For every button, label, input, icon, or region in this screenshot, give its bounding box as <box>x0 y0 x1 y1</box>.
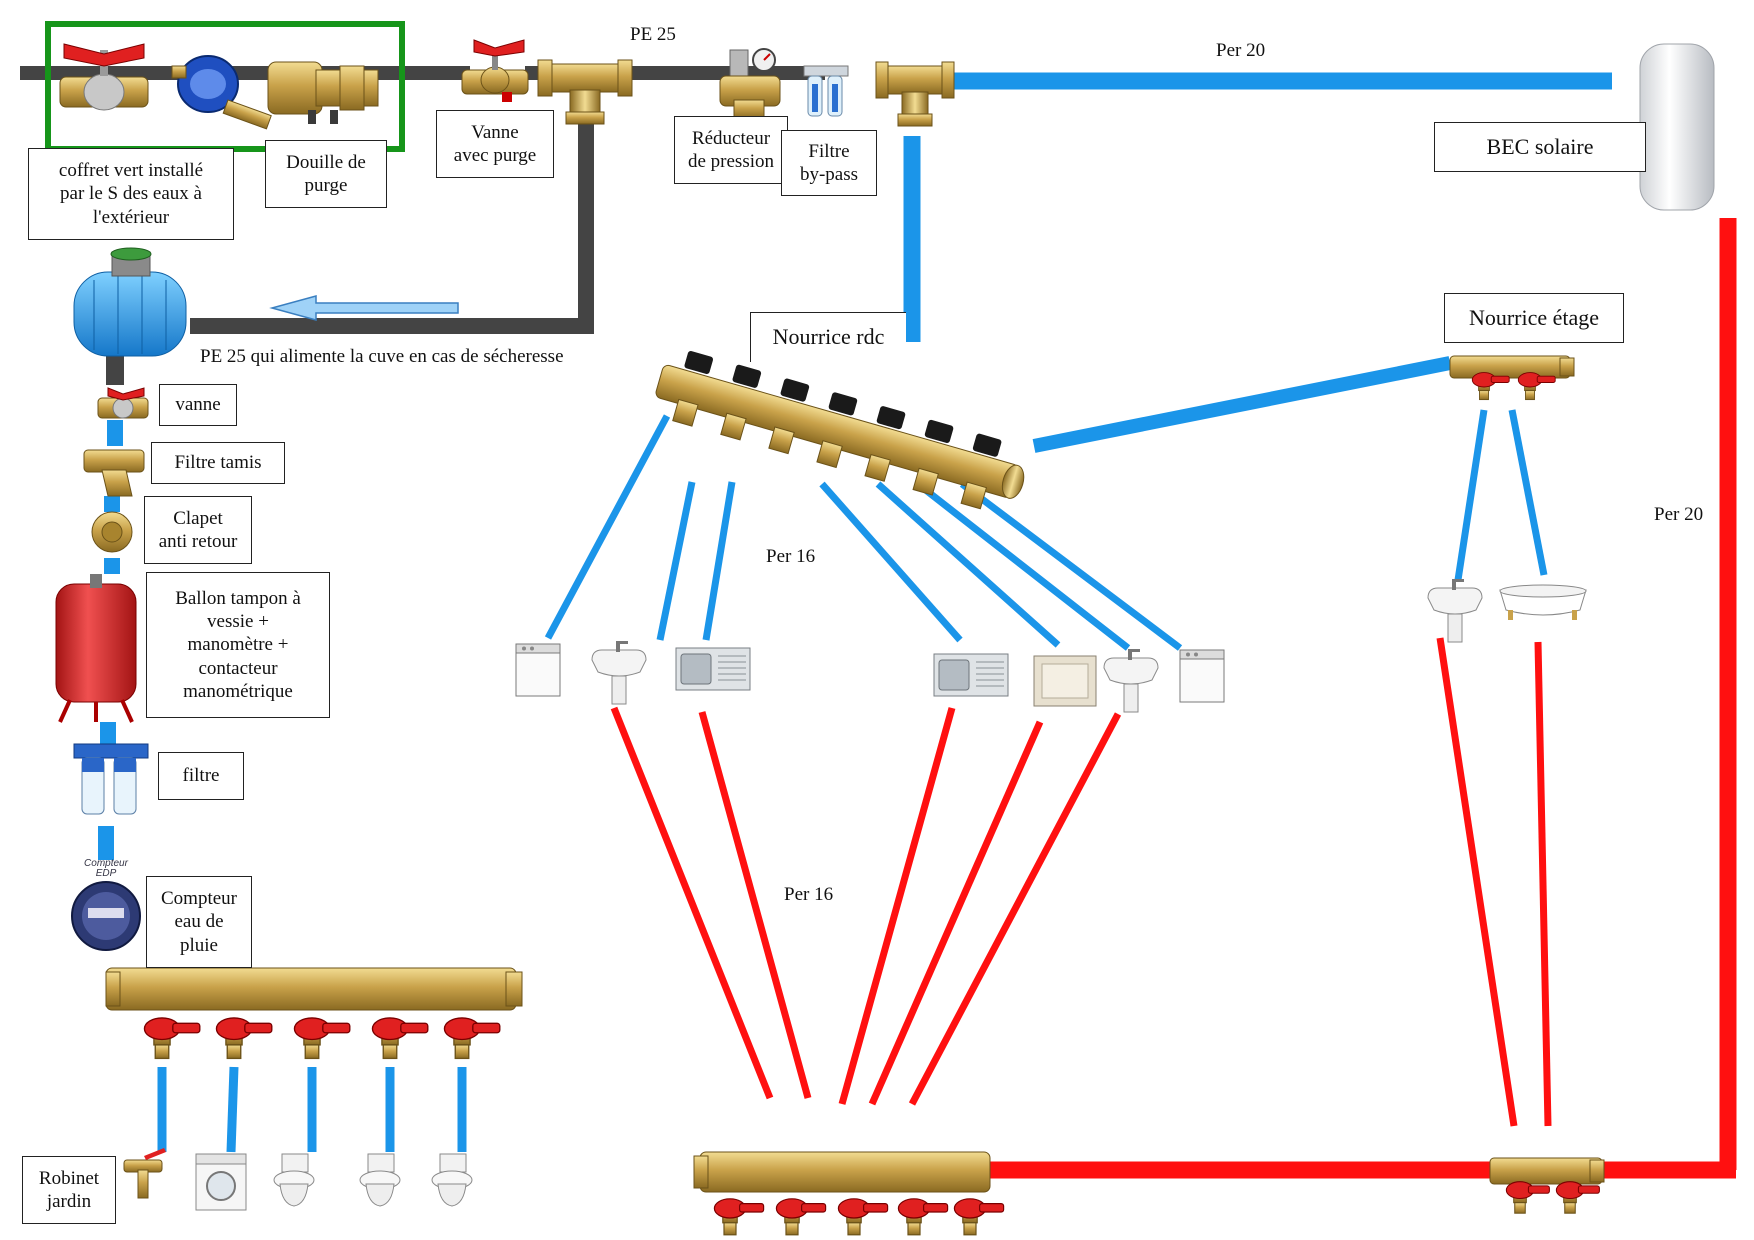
tee-fitting-icon <box>875 61 955 127</box>
water-meter-icon <box>171 55 272 130</box>
label-filtre-tamis: Filtre tamis <box>151 442 285 484</box>
label-douille-purge: Douille de purge <box>265 140 387 208</box>
purge-fitting-icon <box>267 61 379 124</box>
toilet-icon <box>431 1153 473 1207</box>
manifold-icon <box>1449 355 1575 401</box>
label-reducteur: Réducteur de pression <box>674 116 788 184</box>
ball-valve-icon <box>59 43 149 111</box>
label-nourrice-rdc: Nourrice rdc <box>750 312 906 362</box>
label-per20-top: Per 20 <box>1216 40 1266 61</box>
check-valve-icon <box>91 511 133 553</box>
manifold-icon <box>693 1151 1005 1236</box>
kitchen-sink-icon <box>933 653 1009 697</box>
label-per20-right: Per 20 <box>1654 504 1704 525</box>
label-robinet-jardin: Robinet jardin <box>22 1156 116 1224</box>
washing-machine-icon <box>195 1153 247 1211</box>
garden-tap-icon <box>123 1148 166 1199</box>
dishwasher-icon <box>1179 649 1225 703</box>
label-pe25-top: PE 25 <box>630 24 676 45</box>
label-nourrice-etage: Nourrice étage <box>1444 293 1624 343</box>
washbasin-icon <box>1103 648 1159 713</box>
flow-arrow <box>269 295 459 321</box>
shower-tray-icon <box>1033 655 1097 707</box>
red-pipes <box>610 218 1737 1179</box>
ball-valve-icon <box>97 387 149 419</box>
manifold-icon <box>1489 1157 1605 1214</box>
double-filter-icon <box>73 743 149 815</box>
label-bec-solaire: BEC solaire <box>1434 122 1646 172</box>
label-vanne: vanne <box>159 384 237 426</box>
label-vanne-purge: Vanne avec purge <box>436 110 554 178</box>
bathtub-icon <box>1499 584 1587 620</box>
label-filtre: filtre <box>158 752 244 800</box>
washbasin-icon <box>1427 578 1483 643</box>
label-ballon: Ballon tampon à vessie + manomètre + con… <box>146 572 330 718</box>
manifold-icon <box>655 350 1025 510</box>
label-per16-upper: Per 16 <box>766 546 816 567</box>
label-compteur-eau: Compteur eau de pluie <box>146 876 252 968</box>
washbasin-icon <box>591 640 647 705</box>
blue-pipes <box>98 72 1612 1153</box>
toilet-icon <box>359 1153 401 1207</box>
tee-fitting-icon <box>537 59 633 125</box>
label-coffret: coffret vert installé par le S des eaux … <box>28 148 234 240</box>
water-heater-icon <box>1639 43 1715 211</box>
expansion-tank-icon <box>55 574 137 723</box>
rain-tank-icon <box>73 247 187 357</box>
manifold-icon <box>105 967 523 1060</box>
purge-valve-icon <box>461 39 529 102</box>
pressure-reducer-icon <box>719 48 781 119</box>
kitchen-sink-icon <box>675 647 751 691</box>
screen-filter-icon <box>83 449 145 497</box>
label-clapet: Clapet anti retour <box>144 496 252 564</box>
label-pe25-cuve: PE 25 qui alimente la cuve en cas de séc… <box>200 346 564 367</box>
label-filtre-bypass: Filtre by-pass <box>781 130 877 196</box>
label-per16-lower: Per 16 <box>784 884 834 905</box>
dishwasher-icon <box>515 643 561 697</box>
toilet-icon <box>273 1153 315 1207</box>
bypass-filter-icon <box>803 65 849 117</box>
